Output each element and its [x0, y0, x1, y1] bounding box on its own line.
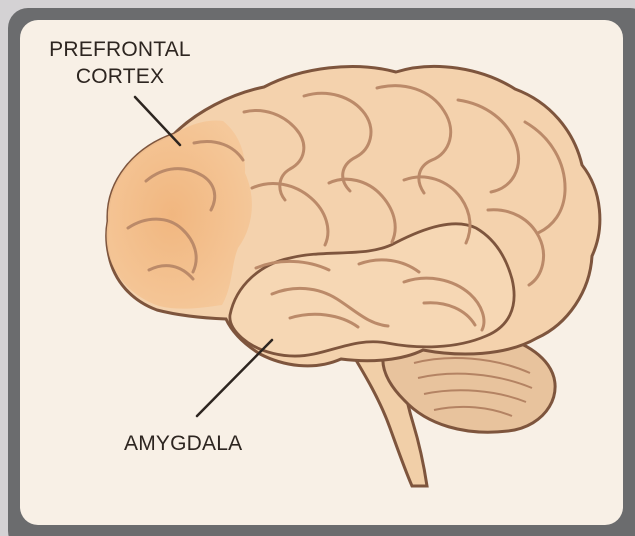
- diagram-panel: PREFRONTAL CORTEX AMYGDALA: [20, 20, 623, 525]
- amygdala-label: AMYGDALA: [124, 430, 242, 457]
- prefrontal-cortex-label-line1: PREFRONTAL: [35, 36, 205, 63]
- brain-diagram: [20, 20, 623, 525]
- amygdala-leader-line: [197, 340, 272, 416]
- prefrontal-cortex-label: PREFRONTAL CORTEX: [35, 36, 205, 90]
- prefrontal-cortex-label-line2: CORTEX: [35, 63, 205, 90]
- prefrontal-leader-line: [135, 97, 180, 145]
